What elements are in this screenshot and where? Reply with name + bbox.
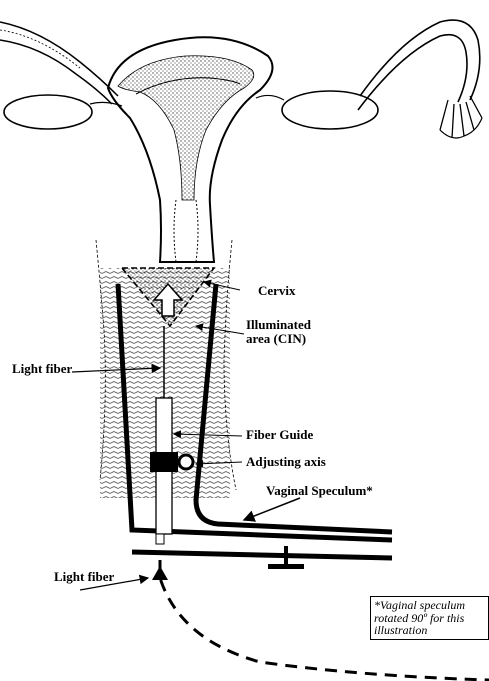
adjusting-axis-knob bbox=[179, 455, 193, 469]
illuminated-area-label: Illuminated area (CIN) bbox=[246, 318, 311, 345]
illuminated-label-line2: area (CIN) bbox=[246, 332, 311, 346]
right-ovary bbox=[282, 91, 378, 129]
speculum-stand bbox=[284, 546, 288, 566]
right-ligament bbox=[256, 95, 284, 100]
light-fiber-top-label: Light fiber bbox=[12, 362, 72, 376]
light-fiber-bottom-label: Light fiber bbox=[54, 570, 114, 584]
adjusting-axis-label: Adjusting axis bbox=[246, 455, 326, 469]
note-line-3: illustration bbox=[374, 624, 486, 637]
note-line-1: *Vaginal speculum bbox=[374, 599, 486, 612]
cervix-label: Cervix bbox=[258, 284, 296, 298]
vaginal-speculum-label: Vaginal Speculum* bbox=[266, 484, 373, 498]
left-ovary bbox=[4, 95, 92, 129]
fiber-guide-label: Fiber Guide bbox=[246, 428, 313, 442]
illuminated-label-line1: Illuminated bbox=[246, 318, 311, 332]
speculum-handle bbox=[132, 552, 392, 558]
right-fallopian-tube bbox=[358, 20, 482, 138]
left-fallopian-tube bbox=[0, 22, 118, 104]
speculum-note-box: *Vaginal speculum rotated 90º for this i… bbox=[370, 596, 489, 640]
adjusting-axis-block bbox=[150, 452, 178, 472]
endometrium bbox=[118, 56, 254, 200]
